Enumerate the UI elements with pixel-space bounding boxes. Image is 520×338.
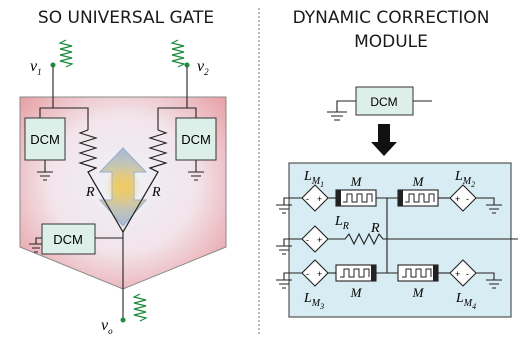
dcm-symbol-wiring bbox=[327, 100, 432, 121]
output-vo: vo bbox=[101, 293, 148, 336]
label-lm4: LM4 bbox=[455, 291, 476, 311]
diamond-source-icon bbox=[301, 225, 329, 253]
dcm-label-left: DCM bbox=[30, 132, 60, 147]
output-terminal bbox=[120, 317, 126, 323]
input-source-squiggle bbox=[170, 39, 186, 68]
memristor-top-right: M bbox=[397, 174, 439, 207]
input-source-squiggle bbox=[58, 39, 74, 68]
diamond-source-icon bbox=[301, 184, 329, 212]
svg-text:M: M bbox=[412, 285, 425, 300]
memristor-bottom-right: M bbox=[397, 264, 439, 300]
glow-center bbox=[105, 164, 141, 208]
title-line-1: DYNAMIC CORRECTION bbox=[292, 8, 490, 28]
source-lm3: - + bbox=[301, 259, 329, 287]
svg-text:+: + bbox=[455, 194, 460, 204]
svg-text:M: M bbox=[412, 174, 425, 189]
svg-text:-: - bbox=[306, 194, 309, 204]
title-line-2: MODULE bbox=[354, 32, 428, 52]
diamond-source-icon bbox=[301, 259, 329, 287]
input-v1: v1 bbox=[30, 39, 74, 77]
dynamic-correction-module: DCM - bbox=[276, 86, 518, 318]
svg-text:+: + bbox=[317, 235, 322, 245]
label-lr: LR bbox=[334, 214, 349, 232]
module-resistor-label: R bbox=[370, 221, 380, 236]
dcm-box-symbol bbox=[355, 86, 414, 116]
diamond-source-icon bbox=[449, 259, 477, 287]
source-lm4: + - bbox=[449, 259, 477, 287]
module-wiring bbox=[276, 197, 518, 289]
svg-text:M: M bbox=[350, 285, 363, 300]
dcm-label-symbol: DCM bbox=[370, 95, 397, 109]
memristor-top-left: M bbox=[335, 174, 377, 207]
memristor-bottom-left: M bbox=[335, 264, 377, 300]
dcm-box-bottom bbox=[41, 223, 96, 255]
label-lm1: LM1 bbox=[303, 169, 324, 189]
input-terminal bbox=[184, 62, 190, 68]
dcm-box-left bbox=[24, 117, 66, 161]
source-lr: - + bbox=[301, 225, 329, 253]
svg-text:-: - bbox=[306, 269, 309, 279]
label-lm2: LM2 bbox=[454, 169, 475, 189]
output-source-squiggle bbox=[132, 293, 148, 322]
input-v2-label: v2 bbox=[197, 58, 209, 77]
svg-text:-: - bbox=[466, 269, 469, 279]
svg-text:+: + bbox=[455, 269, 460, 279]
label-lm3: LM3 bbox=[303, 291, 324, 311]
expand-down-arrow-icon bbox=[371, 124, 397, 156]
diamond-source-icon bbox=[449, 184, 477, 212]
output-vo-label: vo bbox=[101, 317, 113, 336]
svg-text:+: + bbox=[317, 194, 322, 204]
resistor-label-left: R bbox=[85, 185, 95, 200]
source-lm2: + - bbox=[449, 184, 477, 212]
dcm-label-bottom: DCM bbox=[53, 232, 83, 247]
dcm-box-right bbox=[175, 117, 217, 161]
source-lm1: - + bbox=[301, 184, 329, 212]
svg-text:M: M bbox=[350, 174, 363, 189]
title-dynamic-correction-module: DYNAMIC CORRECTION MODULE bbox=[262, 6, 520, 54]
input-v2: v2 bbox=[170, 39, 209, 77]
svg-text:+: + bbox=[317, 269, 322, 279]
dcm-label-right: DCM bbox=[181, 132, 211, 147]
so-universal-gate: v1 v2 R R bbox=[19, 39, 227, 336]
input-terminal bbox=[50, 62, 56, 68]
resistor-label-right: R bbox=[151, 185, 161, 200]
title-so-universal-gate: SO UNIVERSAL GATE bbox=[37, 8, 215, 28]
input-v1-label: v1 bbox=[30, 58, 42, 77]
svg-text:-: - bbox=[466, 194, 469, 204]
svg-text:-: - bbox=[306, 235, 309, 245]
